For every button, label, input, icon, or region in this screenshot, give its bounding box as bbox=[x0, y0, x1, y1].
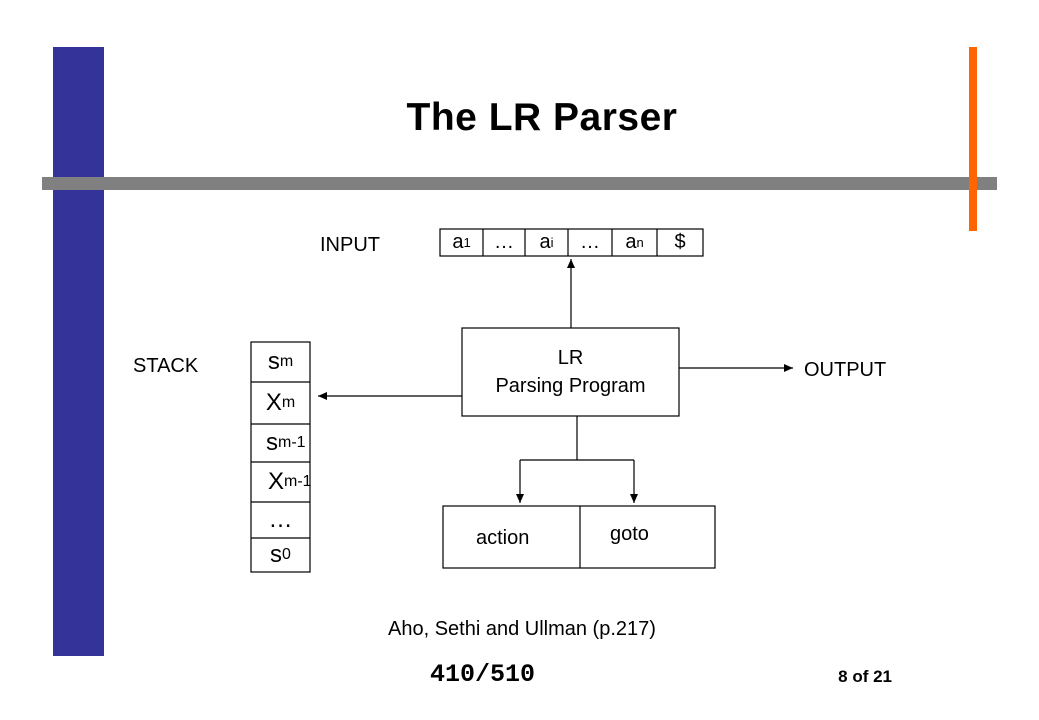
right-accent-bar bbox=[969, 47, 977, 231]
program-text: LR Parsing Program bbox=[462, 344, 679, 400]
action-table-label: action bbox=[476, 527, 530, 549]
left-accent-bar bbox=[53, 47, 104, 656]
goto-table-label: goto bbox=[610, 523, 649, 545]
program-line-2: Parsing Program bbox=[495, 375, 646, 397]
input-cell: $ bbox=[674, 231, 686, 253]
page-number: 8 of 21 bbox=[838, 667, 892, 686]
citation: Aho, Sethi and Ullman (p.217) bbox=[388, 618, 656, 640]
course-number: 410/510 bbox=[430, 660, 536, 689]
output-label: OUTPUT bbox=[804, 359, 887, 381]
input-cell: … bbox=[580, 231, 600, 253]
program-line-1: LR bbox=[557, 347, 584, 369]
input-cell: … bbox=[494, 231, 514, 253]
input-tape-box bbox=[439, 228, 704, 257]
tables-box bbox=[442, 505, 716, 569]
stack-label: STACK bbox=[133, 355, 199, 377]
title-divider bbox=[42, 177, 997, 190]
stack-cell: … bbox=[268, 506, 293, 533]
stack-box bbox=[250, 341, 311, 573]
input-label: INPUT bbox=[320, 234, 380, 256]
slide-title: The LR Parser bbox=[406, 96, 678, 139]
